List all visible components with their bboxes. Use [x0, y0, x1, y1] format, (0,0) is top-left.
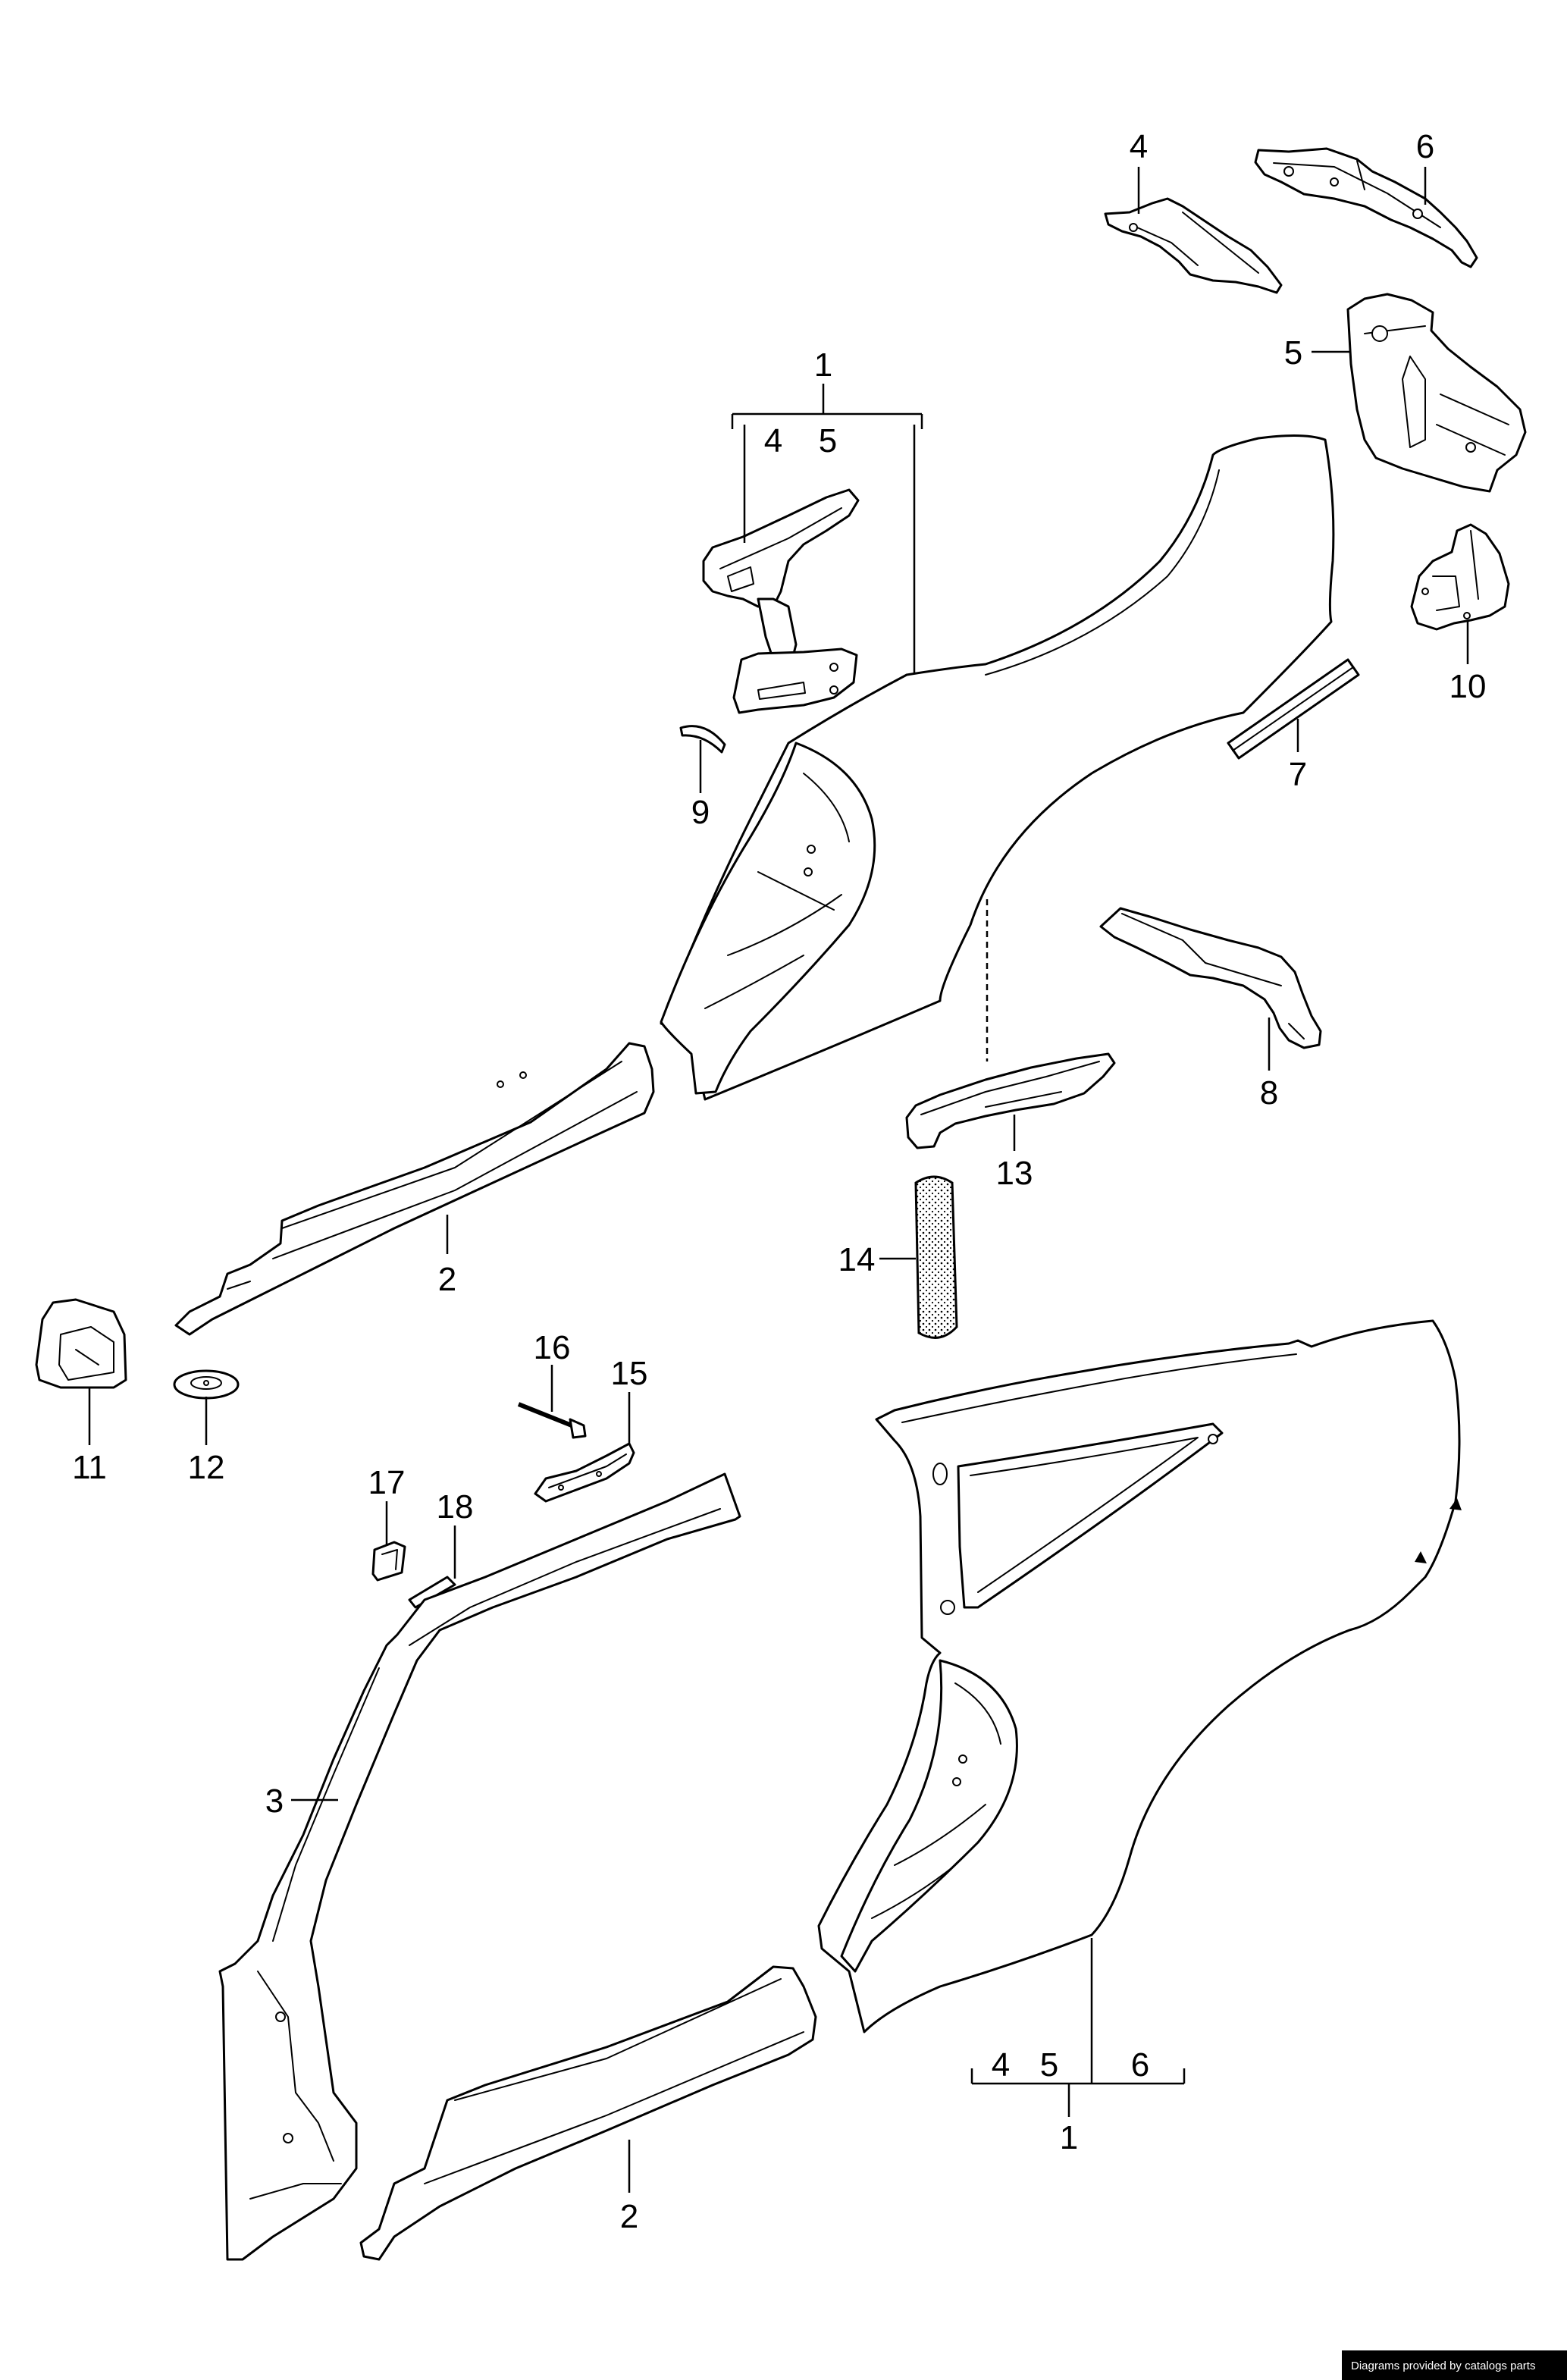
callout-5: 5 — [1284, 334, 1302, 372]
part-2-upper — [174, 1042, 655, 1336]
callout-6: 6 — [1416, 128, 1434, 165]
callout-1-upper: 1 — [814, 346, 832, 384]
footer-credit-box — [1342, 2350, 1567, 2380]
bracket-label-4-lower: 4 — [992, 2046, 1010, 2084]
bracket-label-6-lower: 6 — [1131, 2046, 1149, 2084]
callout-14: 14 — [838, 1241, 876, 1278]
callout-9: 9 — [691, 794, 710, 831]
part-2-lower — [359, 1965, 817, 2261]
callout-2-upper: 2 — [438, 1261, 456, 1298]
part-7 — [1227, 658, 1360, 760]
part-18 — [408, 1576, 456, 1609]
callout-2-lower: 2 — [620, 2198, 638, 2235]
part-4 — [1104, 197, 1283, 294]
part-12 — [173, 1369, 240, 1400]
callout-11: 11 — [72, 1449, 107, 1486]
part-8 — [1099, 907, 1322, 1049]
inner-bracket-upper — [702, 488, 860, 714]
callout-labels: 4 6 5 1 4 5 9 10 7 8 13 14 2 11 12 16 15… — [72, 128, 1486, 2235]
part-3 — [218, 1472, 741, 2261]
callout-3: 3 — [265, 1783, 284, 1820]
footer-credit: Diagrams provided by catalogs parts — [1342, 2350, 1567, 2380]
leader-lines — [88, 167, 1469, 2193]
bracket-label-4: 4 — [764, 422, 782, 459]
side-panel-lower — [817, 1319, 1462, 2034]
part-13 — [905, 1052, 1116, 1149]
callout-13: 13 — [996, 1155, 1033, 1192]
bracket-label-5: 5 — [819, 422, 837, 459]
callout-16: 16 — [534, 1329, 571, 1366]
bracket-label-5-lower: 5 — [1040, 2046, 1058, 2084]
callout-12: 12 — [188, 1449, 225, 1486]
quarter-panel-upper — [660, 434, 1335, 1101]
callout-1-lower: 1 — [1060, 2119, 1078, 2156]
part-6 — [1254, 147, 1478, 268]
callout-17: 17 — [368, 1464, 406, 1501]
part-9 — [679, 725, 726, 754]
part-15 — [534, 1442, 635, 1503]
part-16 — [517, 1402, 587, 1439]
callout-8: 8 — [1260, 1074, 1278, 1112]
callout-15: 15 — [611, 1355, 648, 1392]
callout-4: 4 — [1130, 128, 1148, 165]
part-11 — [35, 1298, 127, 1389]
part-17 — [371, 1541, 406, 1582]
part-10 — [1410, 523, 1510, 631]
part-5 — [1346, 293, 1527, 493]
callout-10: 10 — [1449, 668, 1487, 705]
footer-credit-text: Diagrams provided by catalogs parts — [1351, 2360, 1535, 2372]
callout-18: 18 — [437, 1488, 474, 1526]
part-14 — [914, 1175, 958, 1339]
callout-7: 7 — [1289, 756, 1307, 793]
